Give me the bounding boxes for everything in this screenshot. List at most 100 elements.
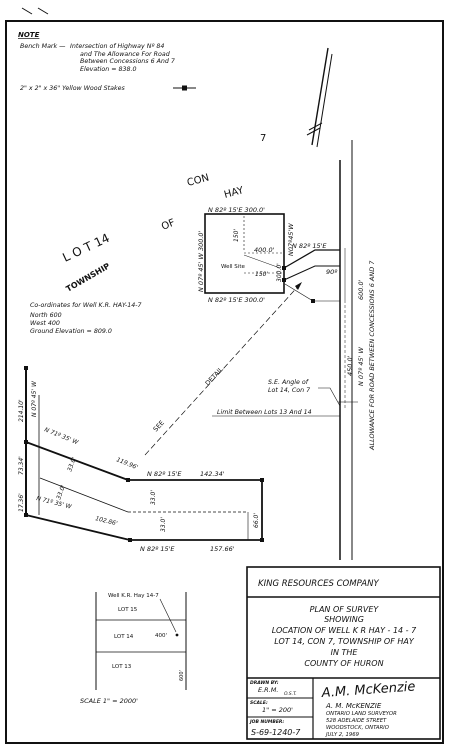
lower-102: 102.86' <box>95 515 119 527</box>
bench-mark-line: Between Concessions 6 And 7 <box>80 57 175 65</box>
d600-label: 600.0' <box>357 279 365 300</box>
stakes-legend: 2" x 2" x 36" Yellow Wood Stakes <box>20 84 125 92</box>
coordinates-north: North 600 <box>30 311 62 319</box>
key-scale: SCALE 1" = 2000' <box>80 697 138 705</box>
stake-symbol <box>24 440 28 444</box>
lower-142: 142.34' <box>200 470 225 478</box>
lower-mid-line-2 <box>39 477 129 513</box>
d450-label: 450.0' <box>346 355 354 376</box>
highway-line <box>311 47 329 146</box>
lower-bearing-top: N 71º 35' W <box>43 426 80 446</box>
company-name: KING RESOURCES COMPANY <box>258 579 379 589</box>
surveyor-detail: ONTARIO LAND SURVEYOR <box>326 711 397 717</box>
se-angle-line1: S.E. Angle of <box>268 379 310 386</box>
upper-150-top: 150' <box>233 229 240 242</box>
lower-north-line <box>25 441 129 481</box>
scale-label: SCALE: <box>250 700 268 706</box>
highway-tick <box>306 127 321 136</box>
coordinates-ground: Ground Elevation = 809.0 <box>30 327 112 335</box>
see-detail-arrow <box>144 281 303 456</box>
coordinates-title: Co-ordinates for Well K.R. HAY-14-7 <box>30 301 142 309</box>
key-well-leader <box>159 598 177 633</box>
plan-title: COUNTY OF HURON <box>304 659 383 668</box>
stake-symbol <box>311 299 315 303</box>
lower-bearing-low: N 71º 35' W <box>36 495 74 511</box>
well-line <box>243 254 281 269</box>
lower-bearing-left: N 07º 45' W <box>31 380 38 417</box>
key-lot14: LOT 14 <box>114 634 134 640</box>
stake-symbol <box>282 278 286 282</box>
coordinates-west: West 400 <box>30 319 60 327</box>
bench-mark-label: Bench Mark — <box>20 43 66 50</box>
stake-symbol <box>260 478 264 482</box>
upper-top-dim: N 82º 15'E 300.0' <box>208 206 265 214</box>
se-angle-leader <box>318 387 341 407</box>
surveyor-detail: WOODSTOCK, ONTARIO <box>326 725 389 731</box>
key-lot13: LOT 13 <box>112 664 132 670</box>
plan-title: SHOWING <box>324 615 364 624</box>
surveyor-detail: JULY 2, 1969 <box>325 732 360 738</box>
township-label: TOWNSHIP <box>65 261 112 293</box>
surveyor-detail: 528 ADELAIDE STREET <box>326 718 387 724</box>
lower-66: 66.0' <box>253 513 260 528</box>
lot14-label: L O T 14 <box>60 231 111 265</box>
upper-left-dim: N 07º 45' W 300.0' <box>197 230 205 292</box>
lower-bearing-mid: N 82º 15'E <box>147 470 182 478</box>
plan-title: LOCATION OF WELL K R HAY - 14 - 7 <box>272 626 417 635</box>
corner-tick <box>21 7 33 15</box>
key-600: 600' <box>179 670 185 681</box>
detail-label: DETAIL <box>204 365 225 387</box>
stake-symbol <box>282 266 286 270</box>
bench-mark-line: Intersection of Highway Nº 84 <box>70 42 164 50</box>
drawn-by-label: DRAWN BY: <box>250 680 279 686</box>
angle-90: 90º <box>326 268 337 276</box>
lower-south-line <box>25 514 131 541</box>
drawn-by-value: E.R.M. <box>258 686 278 694</box>
key-well-label: Well K.R. Hay 14-7 <box>108 593 159 599</box>
lower-33c: 33.0' <box>150 490 157 505</box>
bench-mark-line: and The Allowance For Road <box>80 51 171 58</box>
upper-right-bearing-2: N 82º 15'E <box>292 242 327 250</box>
surveyor-signature: A.M. McKenzie <box>320 679 416 701</box>
road-allowance-label: ALLOWANCE FOR ROAD BETWEEN CONCESSIONS 6… <box>368 260 376 451</box>
highway-tick <box>308 122 323 131</box>
stake-symbol <box>24 513 28 517</box>
of-label: OF <box>160 217 177 232</box>
corner-tick <box>37 7 49 15</box>
lower-33a: 33.0' <box>66 456 78 473</box>
con-number: 7 <box>260 133 266 144</box>
se-angle-line2: Lot 14, Con 7 <box>268 386 310 394</box>
well-site-square <box>204 213 285 294</box>
plan-title: LOT 14, CON 7, TOWNSHIP OF HAY <box>274 637 415 646</box>
lower-73: 73.34' <box>18 456 25 475</box>
surveyor-name: A. M. McKENZIE <box>325 702 382 710</box>
stake-symbol <box>128 538 132 542</box>
road-bearing-label: N 07º 45' W <box>357 347 365 386</box>
access-road-south <box>283 265 340 281</box>
plan-title: PLAN OF SURVEY <box>310 605 380 614</box>
job-number: S-69-1240-7 <box>251 728 301 737</box>
lower-157: 157.66' <box>210 545 235 553</box>
highway-line <box>316 53 333 148</box>
well-site-label: Well Site <box>221 264 245 270</box>
key-400: 400' <box>155 633 167 639</box>
drawn-by-sub: O.S.T. <box>284 691 297 697</box>
lower-119: 119.96' <box>115 456 139 471</box>
lower-17: 17.36' <box>18 493 25 512</box>
access-road-north <box>283 249 340 269</box>
see-label: SEE <box>152 419 166 433</box>
note-heading: NOTE <box>18 31 40 39</box>
upper-bottom-dim: N 82º 15'E 300.0' <box>208 296 265 304</box>
upper-right-bearing: N07º45'W <box>287 223 295 256</box>
stake-symbol <box>260 538 264 542</box>
key-well-marker <box>175 633 179 637</box>
key-lot15: LOT 15 <box>118 607 138 613</box>
hay-label: HAY <box>223 185 246 201</box>
plan-title: IN THE <box>331 648 359 657</box>
upper-300-right: 300.0' <box>276 263 283 282</box>
lower-33d: 33.0' <box>160 517 167 532</box>
see-detail-arrowhead <box>295 282 302 290</box>
lower-bearing-bottom: N 82º 15'E <box>140 545 175 553</box>
stake-symbol <box>126 478 130 482</box>
